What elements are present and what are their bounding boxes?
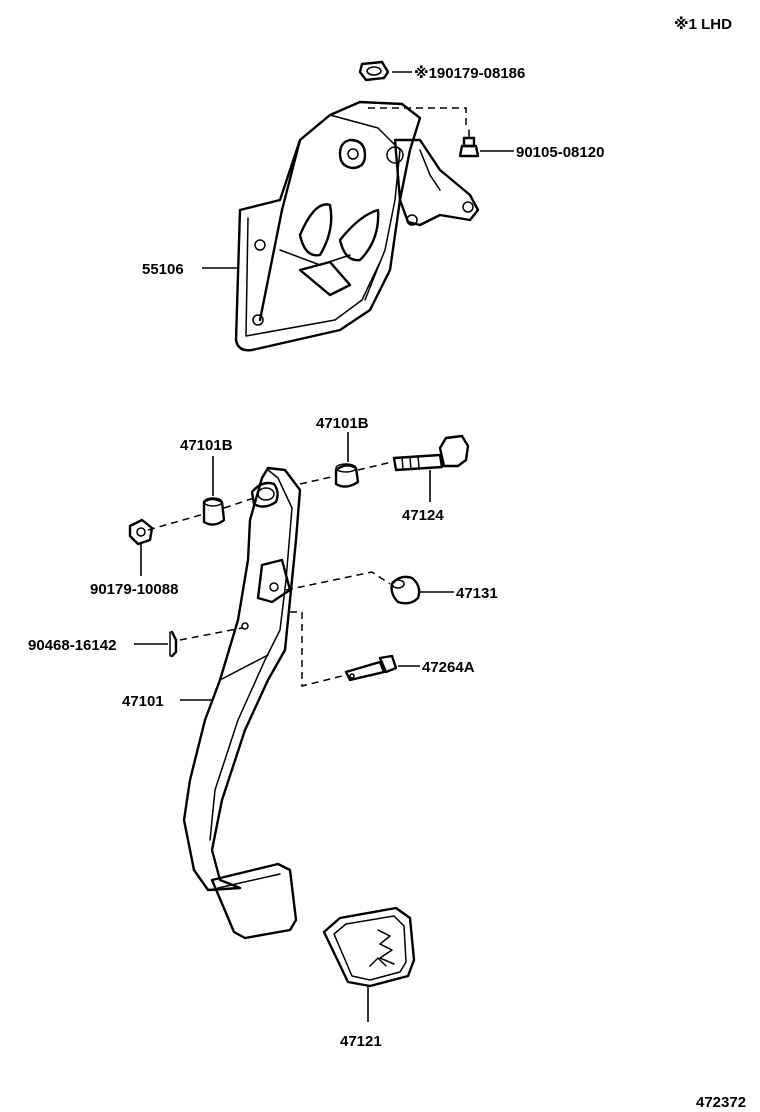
stopper-icon	[390, 575, 421, 605]
pedal-arm	[182, 466, 302, 892]
top-bolt-icon	[458, 129, 480, 158]
lhd-note: ※1 LHD	[674, 15, 732, 33]
pivot-bolt-icon	[392, 434, 470, 472]
callout-bolt-pivot: 47124	[402, 507, 444, 524]
callout-bolt-top: 90105-08120	[516, 144, 604, 161]
pin-icon	[344, 654, 398, 682]
lhd-nut-icon	[358, 60, 390, 82]
figure-number: 472372	[696, 1094, 746, 1111]
callout-bushing-right: 47101B	[316, 415, 369, 432]
callout-stopper: 47131	[456, 585, 498, 602]
pedal-pad-icon	[322, 906, 416, 988]
callout-clip: 90468-16142	[28, 637, 116, 654]
pedal-pad-mounted	[210, 862, 298, 940]
callout-nut-pivot: 90179-10088	[90, 581, 178, 598]
callout-nut-lhd: ※190179-08186	[414, 64, 525, 82]
callout-pedal-arm: 47101	[122, 693, 164, 710]
callout-bracket: 55106	[142, 261, 184, 278]
callout-pin: 47264A	[422, 659, 475, 676]
callout-bushing-left: 47101B	[180, 437, 233, 454]
pedal-support-bracket	[234, 100, 480, 352]
bushing-right-icon	[334, 463, 360, 488]
clip-icon	[169, 630, 178, 658]
bushing-left-icon	[202, 497, 226, 526]
pivot-nut-icon	[128, 518, 154, 546]
callout-pedal-pad: 47121	[340, 1033, 382, 1050]
